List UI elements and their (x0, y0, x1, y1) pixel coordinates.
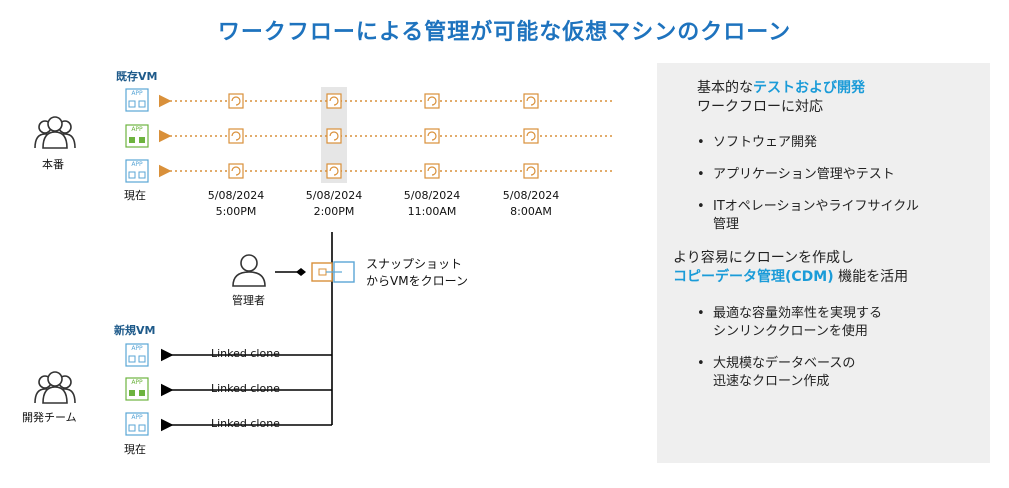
snapshot-timestamp: 5/08/2024 5:00PM (191, 188, 281, 220)
vm-app-tag: APP (131, 161, 143, 168)
timestamp-date: 5/08/2024 (305, 189, 363, 202)
vm-app-icon (125, 124, 149, 148)
bullet-text: ITオペレーションやライフサイクル (713, 199, 919, 214)
bullet-text: 最適な容量効率性を実現する (713, 306, 883, 321)
bullet-text: アプリケーション管理やテスト (713, 167, 895, 182)
timestamp-date: 5/08/2024 (403, 189, 461, 202)
vm-app-tag: APP (131, 126, 143, 133)
production-team-icon (34, 116, 76, 149)
bullet-text: 迅速なクローン作成 (713, 374, 830, 389)
vm-app-icon (125, 88, 149, 112)
snapshot-clone-text-line: スナップショット (366, 257, 463, 271)
snapshot-icon (523, 163, 539, 179)
timestamp-time: 8:00AM (510, 205, 552, 218)
heading-text: より容易にクローンを作成し (673, 250, 855, 266)
heading-text: 機能を活用 (838, 269, 909, 285)
clone-diagram (34, 88, 612, 436)
timestamp-date: 5/08/2024 (207, 189, 265, 202)
dev-team-label: 開発チーム (22, 411, 77, 424)
snapshot-icon (228, 93, 244, 109)
current-label-bottom: 現在 (124, 443, 146, 456)
existing-vm-label: 既存VM (116, 70, 158, 83)
linked-clone-label: Linked clone (211, 417, 280, 430)
vm-app-icon (125, 343, 149, 367)
snapshot-icon (424, 128, 440, 144)
bullet-item: •ITオペレーションやライフサイクル 管理 (697, 199, 919, 232)
snapshot-timestamp: 5/08/2024 8:00AM (486, 188, 576, 220)
bullet-text: 大規模なデータベースの (713, 356, 856, 371)
timestamp-date: 5/08/2024 (502, 189, 560, 202)
vm-app-tag: APP (131, 379, 143, 386)
heading-highlight: テストおよび開発 (753, 80, 865, 96)
snapshot-icon (523, 93, 539, 109)
snapshot-icons (228, 93, 539, 179)
existing-vm-icons (125, 88, 149, 183)
clone-connector (160, 232, 333, 432)
bullet-text: シンリンククローンを使用 (713, 324, 868, 339)
panel-heading-1: 基本的なテストおよび開発 ワークフローに対応 (697, 79, 865, 117)
snapshot-icon (523, 128, 539, 144)
bullet-item: •大規模なデータベースの 迅速なクローン作成 (697, 356, 856, 389)
bullet-text: ソフトウェア開発 (713, 135, 818, 150)
linked-clone-label: Linked clone (211, 347, 280, 360)
timestamp-time: 5:00PM (215, 205, 257, 218)
heading-text: 基本的な (697, 80, 753, 96)
vm-app-tag: APP (131, 414, 143, 421)
bullet-item: •最適な容量効率性を実現する シンリンククローンを使用 (697, 306, 883, 339)
vm-app-icon (125, 412, 149, 436)
new-vm-label: 新規VM (114, 324, 156, 337)
vm-app-icon (125, 377, 149, 401)
admin-person-icon (232, 254, 266, 287)
snapshot-icon (326, 163, 342, 179)
bullet-item: •アプリケーション管理やテスト (697, 167, 895, 182)
info-panel: 基本的なテストおよび開発 ワークフローに対応 •ソフトウェア開発 •アプリケーシ… (657, 63, 990, 463)
snapshot-icon (228, 163, 244, 179)
admin-label: 管理者 (232, 294, 265, 307)
bullet-item: •ソフトウェア開発 (697, 135, 818, 150)
heading-highlight: コピーデータ管理(CDM) (673, 269, 834, 285)
vm-app-tag: APP (131, 345, 143, 352)
panel-heading-2: より容易にクローンを作成し コピーデータ管理(CDM) 機能を活用 (673, 249, 908, 287)
production-label: 本番 (42, 158, 64, 171)
page-title: ワークフローによる管理が可能な仮想マシンのクローン (217, 20, 792, 45)
dev-team-icon (34, 371, 76, 404)
snapshot-clone-text: スナップショット からVMをクローン (366, 256, 468, 290)
vm-app-tag: APP (131, 90, 143, 97)
bullet-text: 管理 (713, 217, 740, 232)
timestamp-time: 2:00PM (313, 205, 355, 218)
timestamp-time: 11:00AM (407, 205, 457, 218)
linked-clone-label: Linked clone (211, 382, 280, 395)
snapshot-timestamp: 5/08/2024 2:00PM (289, 188, 379, 220)
snapshot-icon (326, 128, 342, 144)
snapshot-icon (228, 128, 244, 144)
snapshot-timestamp: 5/08/2024 11:00AM (387, 188, 477, 220)
vm-app-icon (125, 159, 149, 183)
snapshot-clone-text-line: からVMをクローン (366, 274, 468, 288)
snapshot-icon (424, 163, 440, 179)
admin-connector-diamond (296, 268, 306, 276)
snapshot-icon (424, 93, 440, 109)
current-label-top: 現在 (124, 189, 146, 202)
new-vm-icons (125, 343, 149, 436)
snapshot-icon (326, 93, 342, 109)
snapshot-clone-icon (311, 261, 355, 283)
heading-text: ワークフローに対応 (697, 99, 823, 115)
